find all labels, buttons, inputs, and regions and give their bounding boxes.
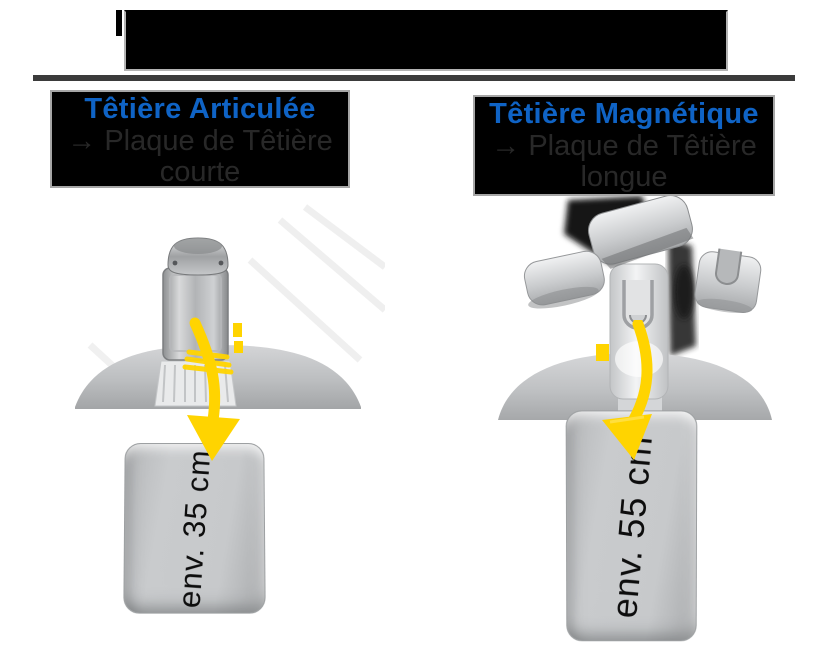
header-tetiere-articulee: Têtière Articulée → Plaque de Têtière co…	[50, 90, 350, 188]
column-subtitle-line2: courte	[159, 156, 241, 188]
arrow-down-icon	[596, 320, 653, 460]
cap-concave-shadow	[174, 238, 222, 254]
u-shaped-cushion	[694, 248, 762, 314]
header-tetiere-magnetique: Têtière Magnétique → Plaque de Têtière l…	[473, 95, 775, 196]
left-cushion	[523, 250, 605, 309]
right-cushion-shadow	[674, 265, 694, 319]
magnetic-headrest-photo	[498, 196, 772, 422]
arrow-down-icon	[182, 317, 243, 461]
cap-screw-right	[218, 260, 224, 266]
cap-screw-left	[172, 260, 178, 266]
banner-letter-fragment	[116, 10, 122, 36]
column-subtitle-line2: longue	[580, 161, 668, 193]
redacted-title-banner	[124, 10, 728, 71]
plate-length-label: env. 35 cm	[170, 447, 217, 609]
column-subtitle: → Plaque de Têtière	[491, 130, 757, 162]
column-title: Têtière Articulée	[84, 93, 316, 125]
column-title: Têtière Magnétique	[489, 98, 759, 130]
horizontal-divider	[33, 75, 795, 81]
column-subtitle: → Plaque de Têtière	[67, 125, 333, 157]
top-cushion	[588, 196, 694, 269]
